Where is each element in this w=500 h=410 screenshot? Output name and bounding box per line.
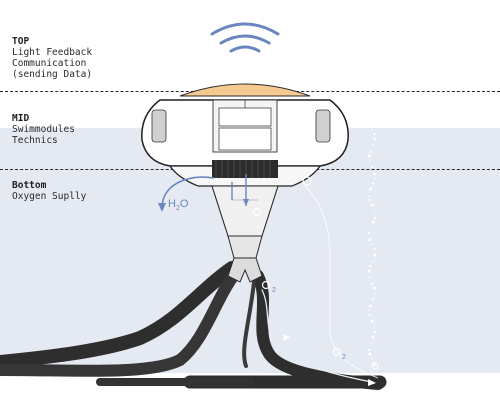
micro-bubble — [372, 181, 375, 185]
micro-bubble — [371, 220, 375, 224]
micro-bubble — [370, 203, 374, 207]
micro-bubble — [370, 165, 374, 169]
section-mid-line-1: Swimmodules — [12, 124, 75, 135]
micro-bubble — [368, 309, 370, 311]
micro-bubble — [369, 187, 373, 191]
wifi-signal-icon — [210, 22, 280, 53]
micro-bubble — [369, 342, 372, 344]
micro-bubble — [367, 348, 371, 352]
section-bottom-line-1: Oxygen Suplly — [12, 191, 87, 202]
micro-bubble — [369, 276, 371, 278]
oxygen-bubbles — [252, 176, 379, 370]
device-body — [141, 83, 349, 283]
micro-bubble — [373, 247, 376, 251]
micro-bubble — [371, 358, 374, 360]
bubble-sub-label-2: 2 — [342, 354, 346, 361]
micro-bubble — [373, 327, 376, 329]
micro-bubble — [374, 177, 376, 179]
section-top-title: TOP — [12, 36, 30, 47]
micro-bubble — [368, 352, 372, 356]
micro-bubble — [373, 330, 377, 334]
micro-bubble — [371, 297, 375, 301]
micro-bubble — [368, 195, 370, 197]
micro-bubble — [371, 243, 374, 245]
micro-bubble — [367, 154, 371, 158]
oxygen-tubes — [0, 261, 387, 390]
micro-bubble — [373, 216, 377, 220]
micro-bubble — [373, 363, 376, 367]
section-bottom-title: Bottom — [12, 180, 47, 191]
micro-bubble — [368, 238, 372, 242]
micro-bubble — [373, 137, 377, 141]
micro-bubble — [373, 132, 376, 136]
micro-bubble — [369, 264, 372, 268]
micro-bubble — [371, 335, 375, 339]
micro-bubble — [374, 292, 376, 294]
water-flow-arrow — [158, 174, 249, 212]
micro-bubble — [369, 226, 372, 228]
micro-bubble — [367, 269, 371, 273]
section-top-line-1: Light Feedback — [12, 47, 93, 58]
micro-bubble — [368, 198, 371, 202]
micro-bubble — [371, 129, 373, 131]
micro-bubble — [372, 144, 375, 146]
micro-bubble — [373, 253, 377, 257]
micro-bubble — [371, 282, 374, 286]
bubble-sub-label-1: 2 — [272, 287, 276, 294]
micro-bubble — [370, 319, 374, 323]
micro-bubble — [368, 313, 371, 317]
micro-bubble — [368, 160, 371, 162]
section-mid-line-2: Technics — [12, 135, 58, 146]
micro-bubble — [367, 231, 371, 235]
section-top-line-3: (sending Data) — [12, 69, 93, 80]
micro-bubble — [373, 286, 376, 290]
micro-bubble — [373, 210, 376, 212]
micro-bubble — [369, 304, 372, 308]
bubble-column — [367, 129, 377, 367]
section-mid-title: MID — [12, 113, 30, 124]
section-top-line-2: Communication — [12, 58, 87, 69]
water-in-label: H2O — [168, 198, 189, 212]
micro-bubble — [372, 172, 376, 176]
micro-bubble — [369, 150, 372, 154]
micro-bubble — [372, 261, 374, 263]
